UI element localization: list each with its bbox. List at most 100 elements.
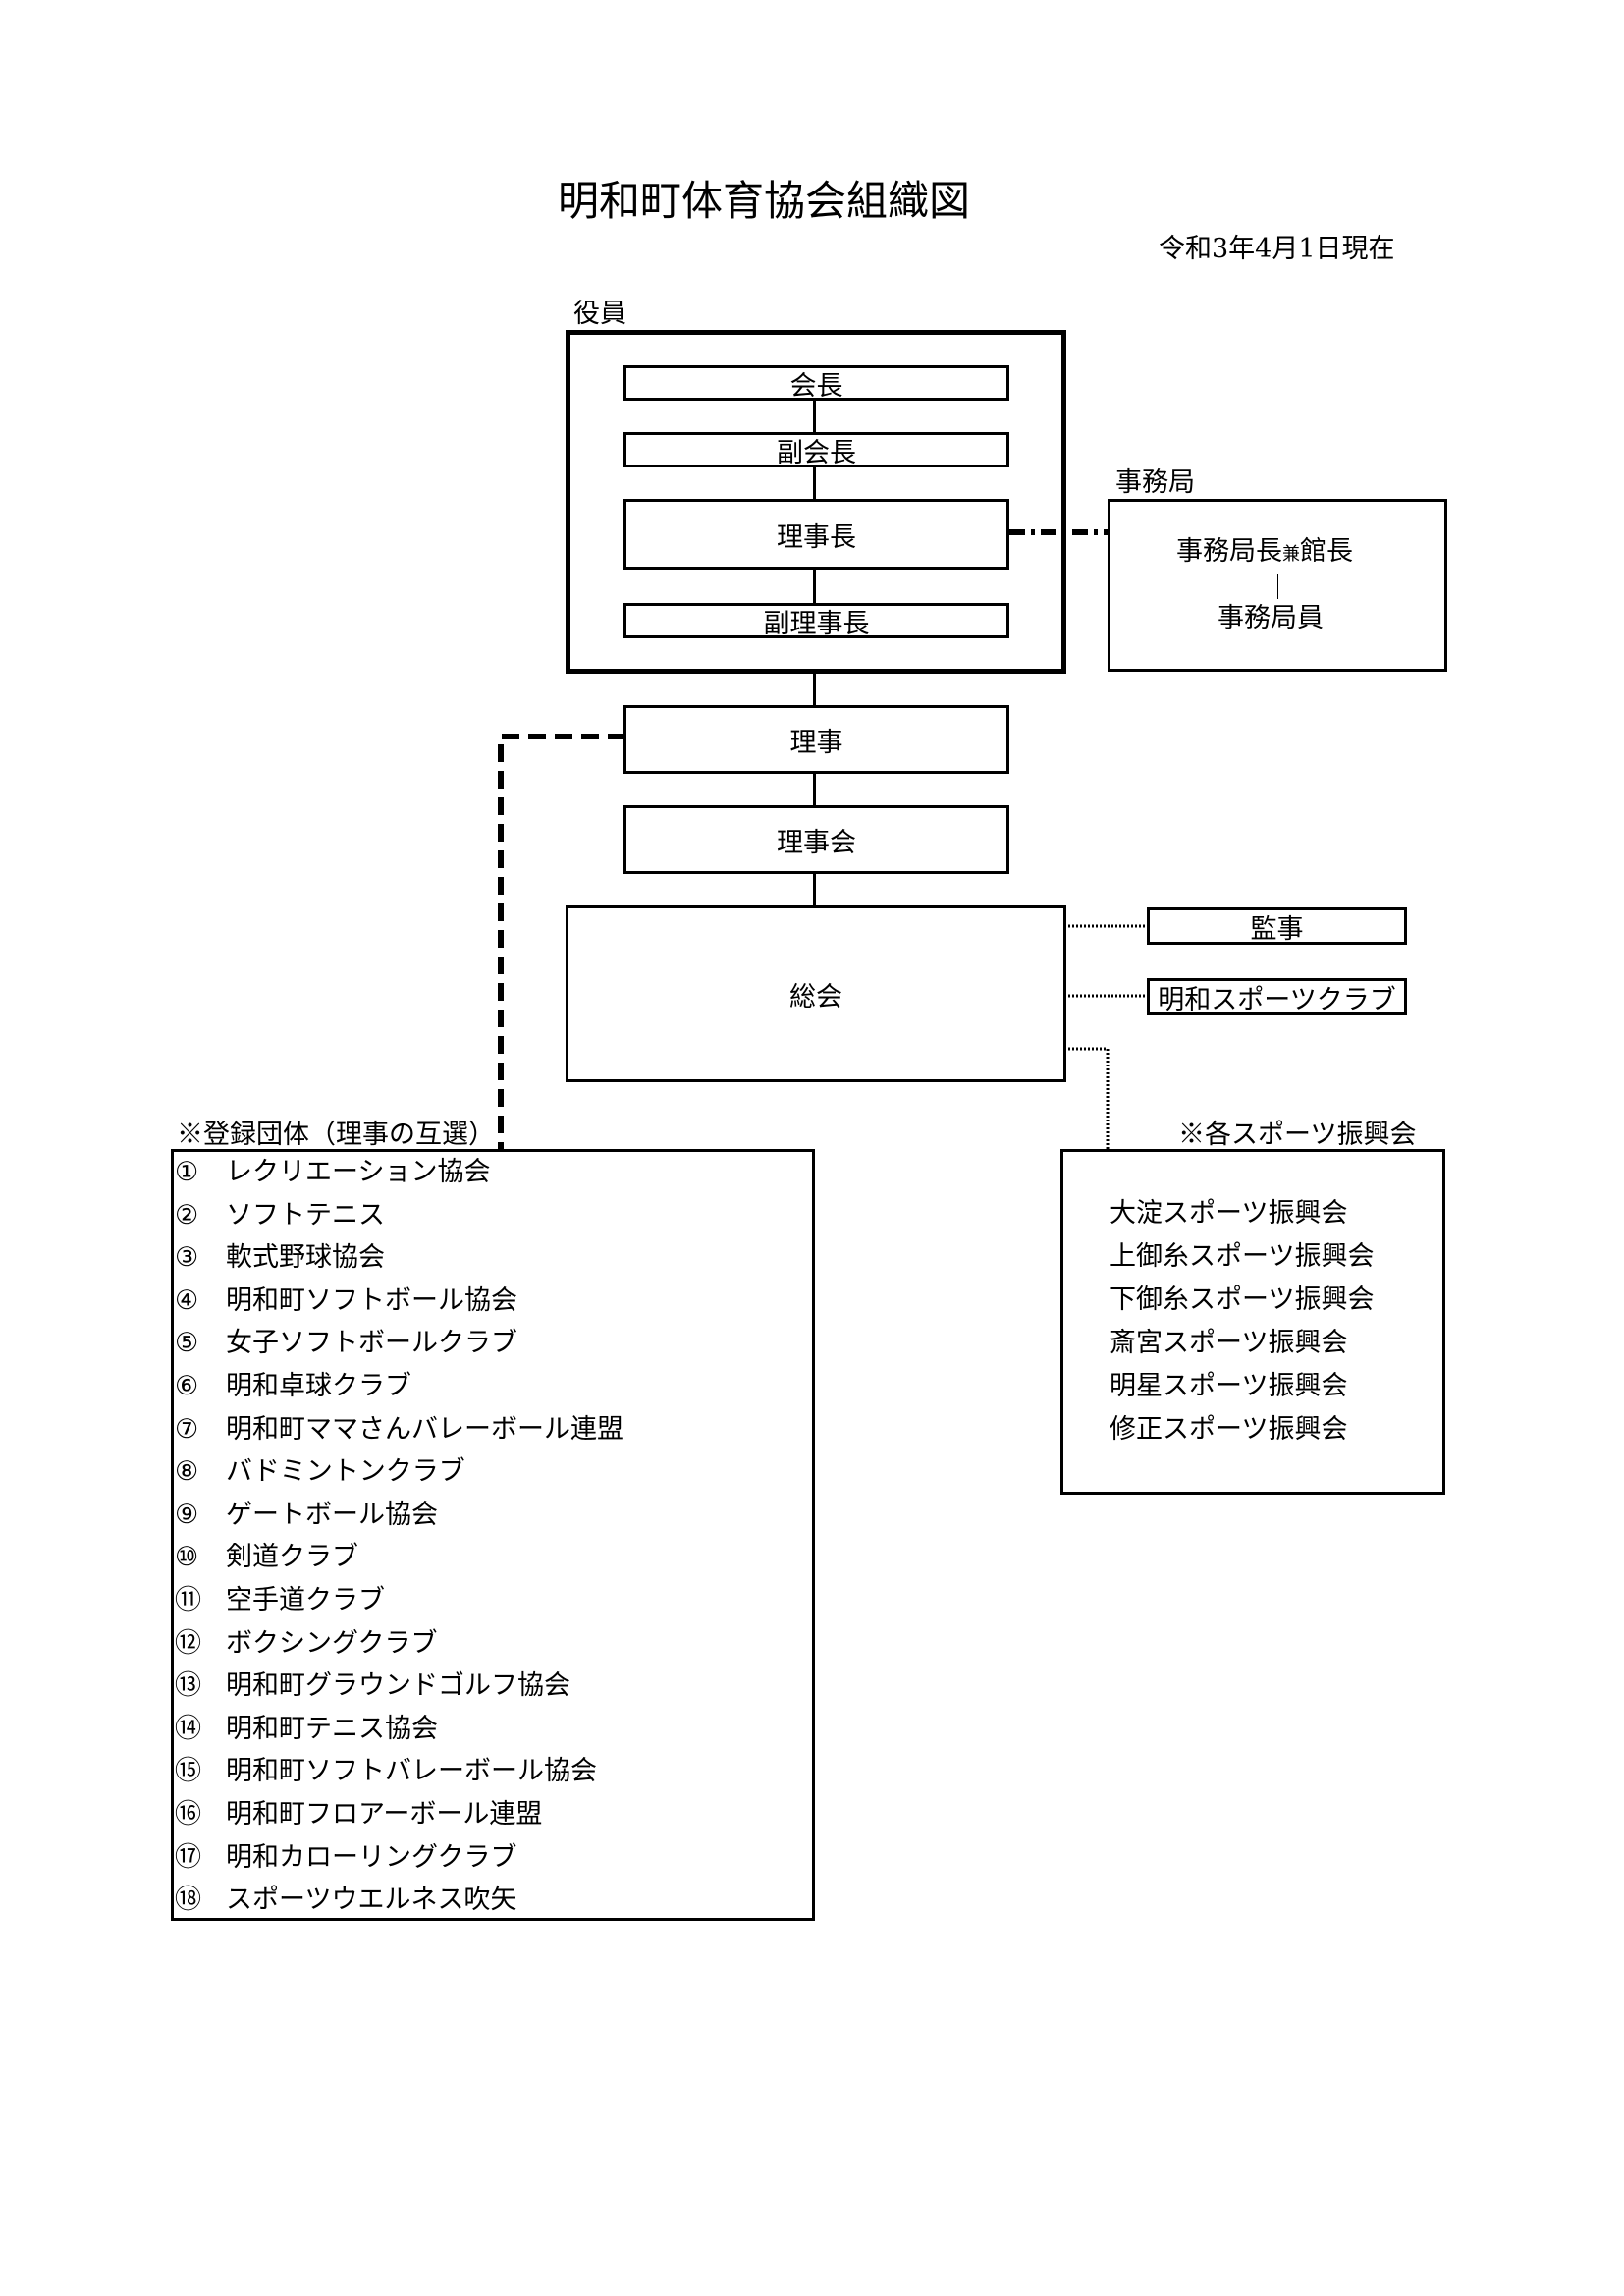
secretariat-label: 事務局 [1115, 467, 1195, 498]
auditor-label: 監事 [1250, 913, 1304, 945]
chairman-box: 理事長 [623, 499, 1009, 570]
registered-group-number: ⑫ [175, 1627, 201, 1659]
date-label: 令和3年4月1日現在 [1159, 234, 1395, 264]
board-box: 理事会 [623, 805, 1009, 874]
registered-group-name: 明和町ママさんバレーボール連盟 [226, 1413, 623, 1445]
registered-group-name: 軟式野球協会 [226, 1242, 385, 1274]
registered-group-item: ⑱ スポーツウエルネス吹矢 [175, 1886, 516, 1913]
registered-group-number: ③ [175, 1242, 199, 1274]
registered-group-number: ⑨ [175, 1499, 199, 1530]
registered-group-name: レクリエーション協会 [226, 1157, 491, 1187]
officers-group [566, 330, 1066, 674]
registered-group-name: 女子ソフトボールクラブ [226, 1328, 517, 1359]
registered-group-number: ⑪ [175, 1585, 201, 1615]
secretariat-head: 事務局長兼館長 [1176, 538, 1353, 565]
officers-to-directors-line [813, 672, 816, 707]
registered-group-number: ⑮ [175, 1756, 201, 1787]
directors-to-board-line [813, 772, 816, 807]
sports-promotion-item: 上御糸スポーツ振興会 [1110, 1241, 1375, 1272]
registered-group-number: ④ [175, 1285, 199, 1316]
registered-group-number: ⑧ [175, 1456, 199, 1488]
registered-group-name: 空手道クラブ [226, 1585, 385, 1615]
assembly-side-links [1064, 924, 1149, 1149]
sports-club-box: 明和スポーツクラブ [1147, 978, 1407, 1015]
registered-group-name: 明和カローリングクラブ [226, 1841, 517, 1873]
registered-group-number: ⑦ [175, 1413, 199, 1445]
sports-promotion-item: 明星スポーツ振興会 [1110, 1371, 1348, 1401]
directors-box: 理事 [623, 705, 1009, 774]
registered-group-number: ⑱ [175, 1885, 201, 1916]
registered-group-item: ⑭ 明和町テニス協会 [175, 1716, 438, 1742]
officers-label: 役員 [573, 299, 626, 329]
registered-group-item: ⑪ 空手道クラブ [175, 1587, 385, 1613]
registered-group-name: 明和町フロアーボール連盟 [226, 1799, 543, 1830]
registered-groups-label: ※登録団体（理事の互選） [177, 1120, 495, 1150]
registered-group-item: ⑯ 明和町フロアーボール連盟 [175, 1801, 542, 1828]
registered-group-number: ⑰ [175, 1841, 201, 1873]
general-assembly-box: 総会 [566, 905, 1066, 1082]
registered-group-item: ⑮ 明和町ソフトバレーボール協会 [175, 1758, 597, 1784]
registered-group-item: ⑦ 明和町ママさんバレーボール連盟 [175, 1416, 623, 1443]
secretariat-link [1009, 529, 1108, 535]
registered-group-number: ⑬ [175, 1670, 201, 1702]
directors-label: 理事 [789, 727, 843, 758]
registered-group-item: ③ 軟式野球協会 [175, 1244, 385, 1271]
registered-group-item: ⑬ 明和町グラウンドゴルフ協会 [175, 1672, 570, 1699]
sports-promotion-item: 大淀スポーツ振興会 [1110, 1198, 1348, 1229]
registered-group-name: 明和卓球クラブ [226, 1371, 411, 1401]
secretariat-head-label: 事務局長 [1176, 536, 1282, 567]
secretariat-concurrent-label: 兼 [1282, 544, 1300, 565]
registered-group-number: ② [175, 1199, 199, 1230]
sports-promotion-item: 修正スポーツ振興会 [1110, 1414, 1348, 1445]
registered-group-name: ゲートボール協会 [226, 1499, 438, 1530]
registered-group-name: 明和町ソフトバレーボール協会 [226, 1756, 597, 1787]
sports-club-label: 明和スポーツクラブ [1158, 984, 1396, 1015]
registered-group-item: ⑥ 明和卓球クラブ [175, 1373, 411, 1399]
sports-promotion-item: 下御糸スポーツ振興会 [1110, 1285, 1375, 1315]
registered-group-name: ボクシングクラブ [226, 1627, 438, 1659]
registered-group-name: ソフトテニス [226, 1199, 385, 1230]
registered-group-name: 明和町テニス協会 [226, 1713, 438, 1744]
sports-promotion-box [1060, 1149, 1445, 1495]
registered-group-name: スポーツウエルネス吹矢 [226, 1885, 517, 1916]
registered-group-name: 明和町グラウンドゴルフ協会 [226, 1670, 570, 1702]
registered-group-item: ⑰ 明和カローリングクラブ [175, 1844, 516, 1871]
general-assembly-label: 総会 [789, 981, 842, 1012]
registered-groups-link [498, 734, 625, 1151]
registered-group-number: ⑭ [175, 1713, 201, 1744]
registered-group-item: ② ソフトテニス [175, 1202, 385, 1229]
board-to-assembly-line [813, 872, 816, 907]
sports-promotion-label: ※各スポーツ振興会 [1178, 1120, 1417, 1150]
registered-group-item: ⑫ ボクシングクラブ [175, 1630, 437, 1657]
page-title: 明和町体育協会組織図 [558, 177, 971, 225]
vice-chairman-label: 副理事長 [763, 608, 870, 639]
president-box: 会長 [623, 365, 1009, 402]
registered-group-number: ⑤ [175, 1328, 199, 1359]
registered-groups-box [171, 1149, 815, 1921]
vice-president-box: 副会長 [623, 432, 1009, 468]
registered-group-name: 剣道クラブ [226, 1542, 358, 1573]
secretariat-box [1108, 499, 1447, 672]
secretariat-connector [1277, 574, 1278, 599]
registered-group-item: ① レクリエーション協会 [175, 1159, 490, 1185]
registered-group-item: ⑤ 女子ソフトボールクラブ [175, 1330, 517, 1356]
board-label: 理事会 [777, 827, 856, 858]
president-label: 会長 [789, 370, 843, 402]
registered-group-number: ⑥ [175, 1371, 199, 1401]
registered-group-item: ⑧ バドミントンクラブ [175, 1458, 465, 1485]
registered-group-number: ⑯ [175, 1799, 201, 1830]
auditor-box: 監事 [1147, 907, 1407, 945]
registered-group-item: ⑨ ゲートボール協会 [175, 1502, 438, 1528]
registered-group-item: ④ 明和町ソフトボール協会 [175, 1287, 517, 1314]
secretariat-head-tail-label: 館長 [1300, 536, 1353, 567]
secretariat-staff: 事務局員 [1218, 603, 1324, 633]
vice-president-label: 副会長 [777, 437, 856, 468]
registered-group-name: バドミントンクラブ [226, 1456, 465, 1488]
registered-group-number: ① [175, 1157, 199, 1187]
registered-group-number: ⑩ [175, 1542, 199, 1573]
vice-chairman-box: 副理事長 [623, 603, 1009, 639]
chairman-label: 理事長 [777, 521, 856, 553]
registered-group-name: 明和町ソフトボール協会 [226, 1285, 517, 1316]
sports-promotion-item: 斎宮スポーツ振興会 [1110, 1328, 1348, 1358]
registered-group-item: ⑩ 剣道クラブ [175, 1544, 358, 1570]
